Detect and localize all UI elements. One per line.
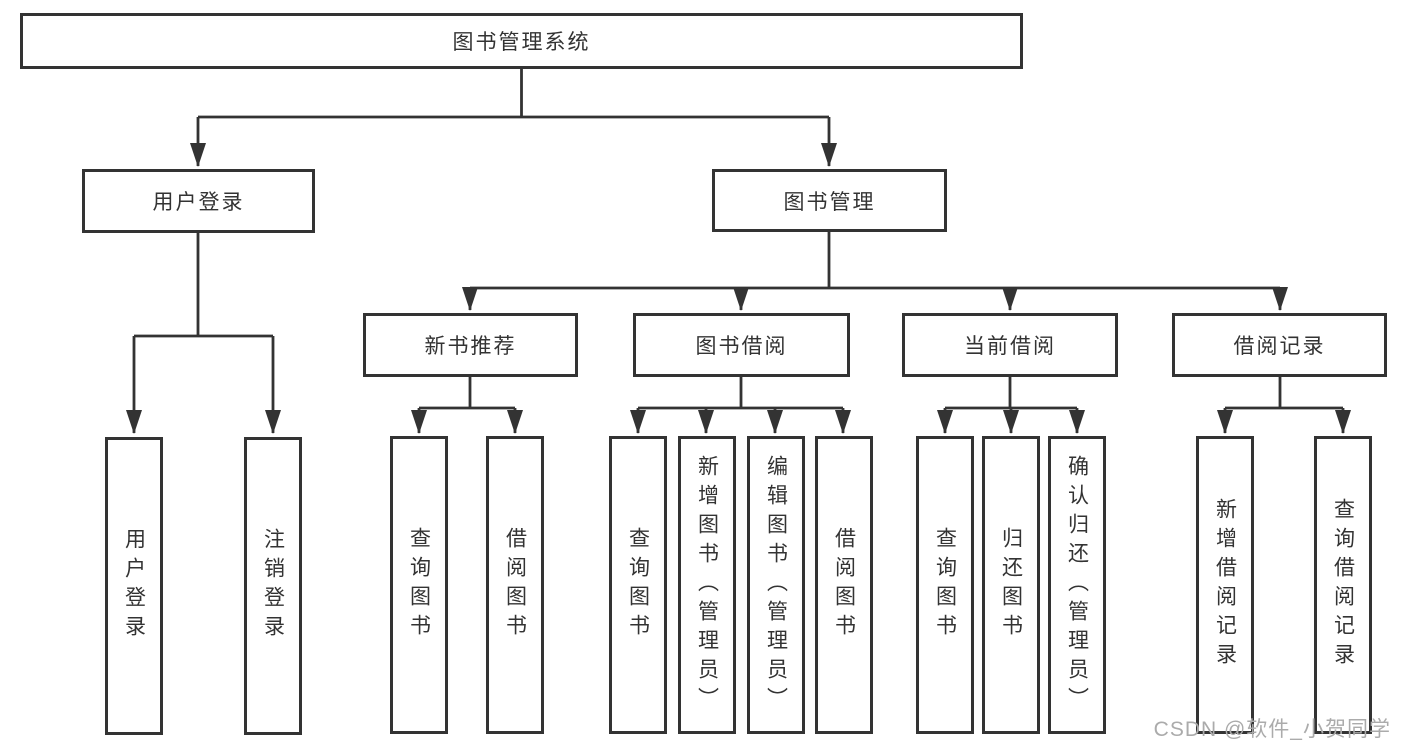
leaf-current-return-books: 归还图书 (982, 436, 1040, 734)
leaf-newbooks-query-books: 查询图书 (390, 436, 448, 734)
node-book-management: 图书管理 (712, 169, 947, 232)
leaf-newbooks-borrow-books: 借阅图书 (486, 436, 544, 734)
leaf-borrow-edit-books-admin: 编辑图书（管理员） (747, 436, 805, 734)
leaf-records-add-record: 新增借阅记录 (1196, 436, 1254, 734)
node-current-borrowing-label: 当前借阅 (964, 335, 1056, 358)
leaf-borrow-edit-books-admin-label: 编辑图书（管理员） (764, 454, 788, 716)
leaf-current-query-books-label: 查询图书 (933, 527, 957, 643)
node-library-system-label: 图书管理系统 (452, 31, 591, 54)
leaf-newbooks-query-books-label: 查询图书 (407, 527, 431, 643)
leaf-borrow-query-books: 查询图书 (609, 436, 667, 734)
csdn-watermark: CSDN @软件_小贺同学 (1153, 718, 1391, 741)
node-borrowing-records-label: 借阅记录 (1233, 335, 1326, 358)
leaf-logout-label: 注销登录 (261, 528, 285, 644)
leaf-borrow-add-books-admin-label: 新增图书（管理员） (695, 454, 719, 716)
node-book-management-label: 图书管理 (783, 190, 876, 214)
node-book-borrowing: 图书借阅 (633, 313, 850, 377)
leaf-borrow-add-books-admin: 新增图书（管理员） (678, 436, 736, 734)
node-user-login: 用户登录 (82, 169, 315, 233)
leaf-borrow-borrow-books: 借阅图书 (815, 436, 873, 734)
leaf-current-confirm-return-admin-label: 确认归还（管理员） (1065, 454, 1089, 716)
node-new-book-recommend: 新书推荐 (363, 313, 578, 377)
node-user-login-label: 用户登录 (152, 191, 245, 214)
leaf-user-login-label: 用户登录 (122, 528, 146, 644)
leaf-records-query-record-label: 查询借阅记录 (1331, 498, 1355, 672)
leaf-borrow-query-books-label: 查询图书 (626, 527, 650, 643)
leaf-records-add-record-label: 新增借阅记录 (1213, 498, 1237, 672)
node-borrowing-records: 借阅记录 (1172, 313, 1387, 377)
node-book-borrowing-label: 图书借阅 (695, 335, 788, 358)
leaf-logout: 注销登录 (244, 437, 302, 735)
node-new-book-recommend-label: 新书推荐 (424, 335, 517, 358)
leaf-current-confirm-return-admin: 确认归还（管理员） (1048, 436, 1106, 734)
leaf-user-login: 用户登录 (105, 437, 163, 735)
leaf-borrow-borrow-books-label: 借阅图书 (832, 527, 856, 643)
leaf-records-query-record: 查询借阅记录 (1314, 436, 1372, 734)
node-library-system: 图书管理系统 (20, 13, 1023, 69)
leaf-current-return-books-label: 归还图书 (999, 527, 1023, 643)
leaf-newbooks-borrow-books-label: 借阅图书 (503, 527, 527, 643)
node-current-borrowing: 当前借阅 (902, 313, 1118, 377)
leaf-current-query-books: 查询图书 (916, 436, 974, 734)
